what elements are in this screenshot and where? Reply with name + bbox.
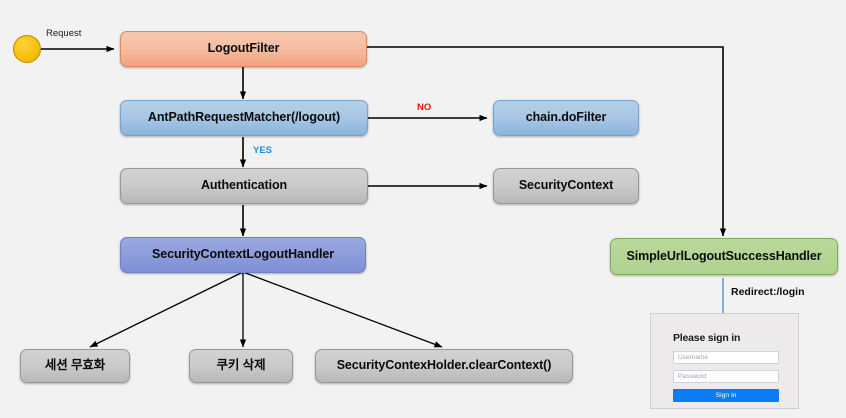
node-security-context-logout-handler[interactable]: SecurityContextLogoutHandler: [120, 237, 366, 273]
node-security-context[interactable]: SecurityContext: [493, 168, 639, 204]
node-label: AntPathRequestMatcher(/logout): [147, 110, 341, 125]
username-field[interactable]: Username: [673, 351, 779, 364]
start-node: [13, 35, 41, 63]
node-cookie-delete[interactable]: 쿠키 삭제: [189, 349, 293, 383]
node-clear-context[interactable]: SecurityContexHolder.clearContext(): [315, 349, 573, 383]
node-label: SimpleUrlLogoutSuccessHandler: [626, 248, 822, 263]
login-title: Please sign in: [673, 332, 741, 344]
node-session-invalidate[interactable]: 세션 무효화: [20, 349, 130, 383]
node-label: LogoutFilter: [207, 41, 280, 56]
node-label: 쿠키 삭제: [216, 358, 266, 373]
node-label: SecurityContext: [518, 178, 614, 193]
node-logout-filter[interactable]: LogoutFilter: [120, 31, 367, 67]
node-label: chain.doFilter: [525, 110, 607, 125]
node-label: 세션 무효화: [44, 358, 106, 373]
edge-label-redirect: Redirect:/login: [731, 286, 805, 298]
edge-logouthandler-to-clear-context: [242, 271, 443, 348]
node-label: SecurityContexHolder.clearContext(): [336, 358, 552, 373]
node-label: SecurityContextLogoutHandler: [152, 247, 334, 262]
edge-logouthandler-to-session-invalidate: [89, 271, 244, 348]
edge-label-yes: YES: [253, 145, 273, 156]
edge-logoutfilter-to-successhandler: [367, 46, 727, 237]
sign-in-button[interactable]: Sign in: [673, 389, 779, 402]
node-label: Authentication: [200, 178, 288, 193]
login-form-preview: Please sign in Username Password Sign in: [650, 313, 799, 409]
edge-label-request: Request: [46, 28, 82, 39]
node-simple-url-logout-success-handler[interactable]: SimpleUrlLogoutSuccessHandler: [610, 238, 838, 275]
password-field[interactable]: Password: [673, 370, 779, 383]
edge-label-no: NO: [417, 102, 432, 113]
node-authentication[interactable]: Authentication: [120, 168, 368, 204]
node-chain-dofilter[interactable]: chain.doFilter: [493, 100, 639, 136]
node-ant-path-request-matcher[interactable]: AntPathRequestMatcher(/logout): [120, 100, 368, 136]
login-form-body: Please sign in Username Password Sign in: [673, 332, 779, 402]
